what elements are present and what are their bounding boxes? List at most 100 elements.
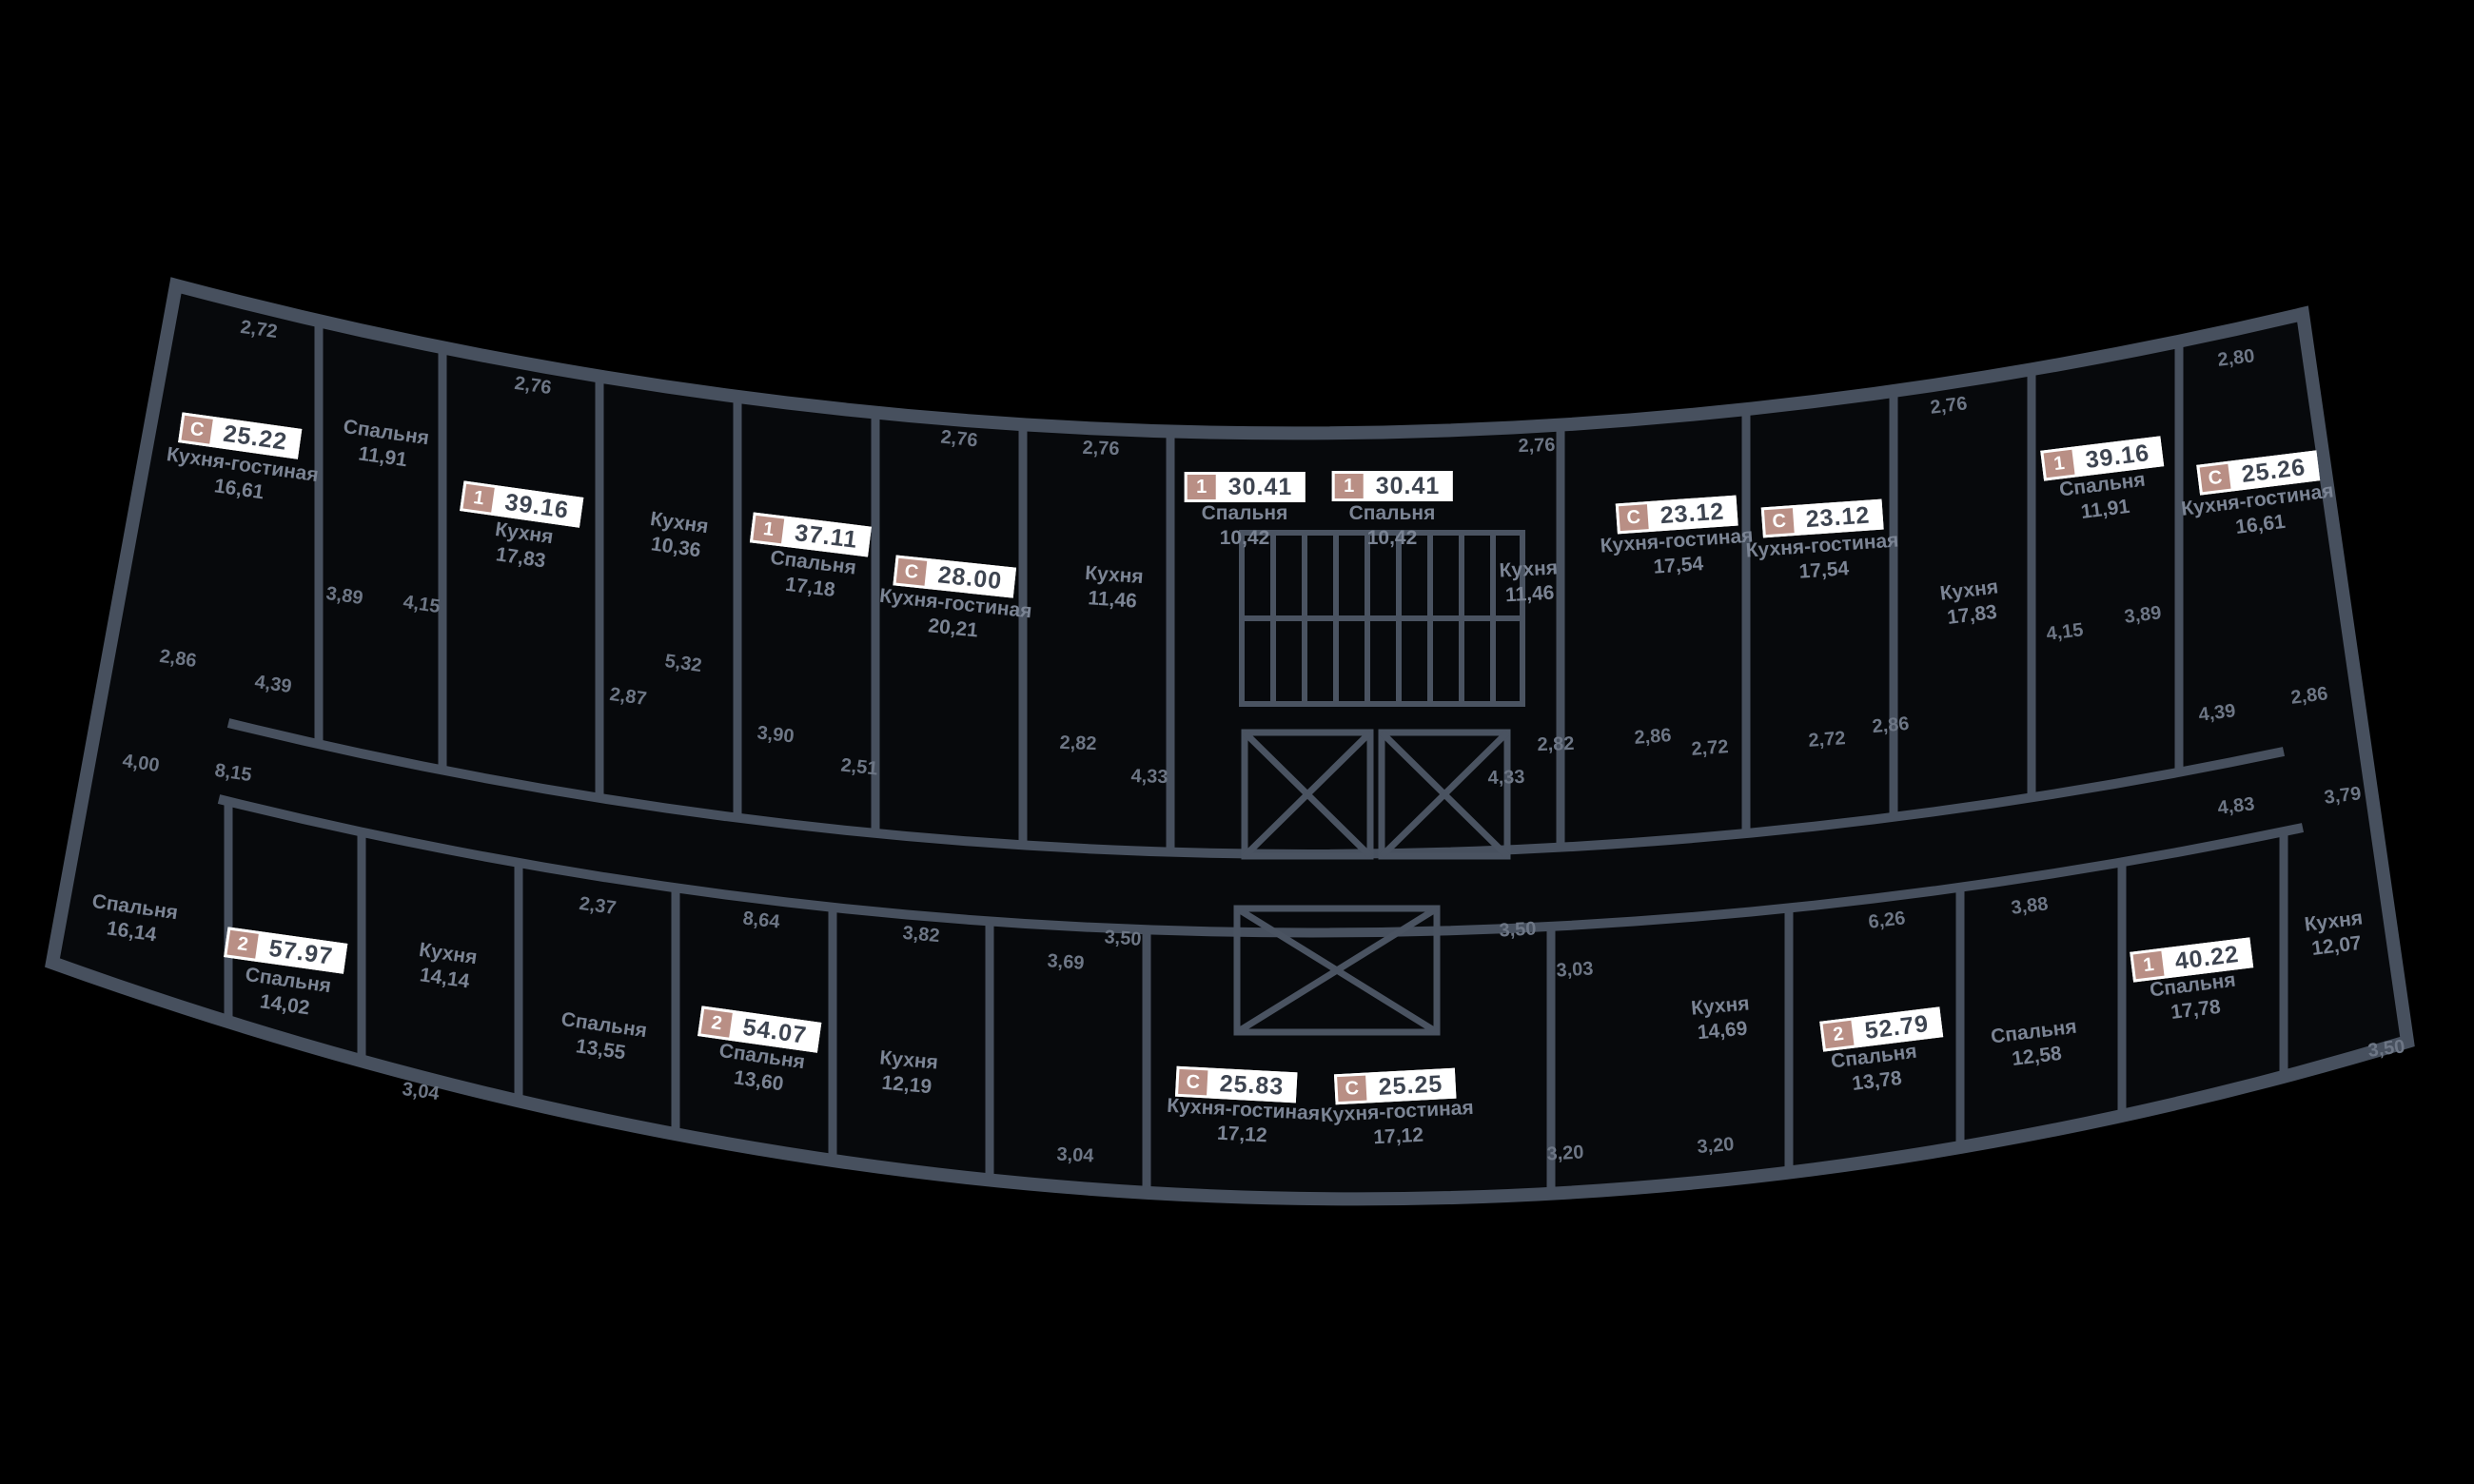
unit-dividers-bottom <box>224 799 2288 1194</box>
dimension-label: 3,50 <box>2366 1036 2406 1062</box>
unit-type-badge: С <box>2199 463 2231 493</box>
dimension-label: 4,83 <box>2216 793 2256 819</box>
room-name: Кухня <box>1499 556 1559 582</box>
dimension-label: 2,76 <box>513 372 553 400</box>
unit-total-area: 25.25 <box>1368 1070 1453 1101</box>
unit-type-badge: 2 <box>226 929 259 959</box>
unit-type-badge: С <box>181 415 213 444</box>
dimension-label: 3,90 <box>756 722 795 748</box>
dimension-label: 3,03 <box>1555 958 1594 982</box>
dimension-label: 3,88 <box>2010 893 2050 919</box>
dimension-label: 5,32 <box>663 650 703 677</box>
room-area: 14,69 <box>1696 1017 1749 1045</box>
dimension-label: 2,80 <box>2216 345 2256 371</box>
dimension-label: 2,72 <box>1690 736 1730 760</box>
dimension-label: 3,89 <box>324 582 364 610</box>
dimension-label: 2,72 <box>1807 728 1847 752</box>
unit-type-badge: 1 <box>462 483 495 513</box>
dimension-label: 3,69 <box>1046 950 1086 974</box>
dimension-label: 4,39 <box>2197 700 2237 726</box>
unit-total-area: 30.41 <box>1365 473 1450 499</box>
dimension-label: 6,26 <box>1867 908 1907 933</box>
corridor-wall-bottom <box>217 794 2305 938</box>
room-name: Спальня <box>1348 502 1436 524</box>
room-area: 10,42 <box>1219 527 1270 549</box>
unit-dividers-top <box>314 321 2184 851</box>
unit-total-area: 23.12 <box>1649 498 1736 529</box>
unit-total-area: 52.79 <box>1854 1009 1940 1045</box>
dimension-label: 4,33 <box>1130 765 1168 789</box>
unit-type-badge: С <box>1337 1075 1367 1103</box>
unit-type-badge: 1 <box>1334 474 1364 498</box>
unit-type-badge: 1 <box>2043 449 2075 478</box>
dimension-label: 3,89 <box>2123 602 2163 628</box>
unit-type-badge: 1 <box>1187 475 1216 499</box>
unit-type-badge: С <box>895 557 928 586</box>
unit-total-area: 23.12 <box>1795 501 1881 533</box>
unit-type-badge: С <box>1178 1068 1208 1096</box>
dimension-label: 2,86 <box>1633 725 1673 749</box>
dimension-label: 2,51 <box>839 754 879 780</box>
dimension-label: 3,82 <box>901 922 941 947</box>
unit-total-area: 30.41 <box>1218 474 1303 500</box>
dimension-label: 8,64 <box>741 908 781 933</box>
dimension-label: 4,33 <box>1487 766 1525 790</box>
service-shaft <box>1233 905 1441 1036</box>
dimension-label: 2,82 <box>1059 732 1097 755</box>
room-area: 11,46 <box>1504 581 1555 607</box>
room-name: Спальня <box>1201 502 1288 524</box>
unit-type-badge: С <box>1763 508 1795 536</box>
dimension-label: 3,04 <box>1056 1143 1095 1167</box>
dimension-label: 3,20 <box>1696 1133 1736 1159</box>
unit-type-badge: 2 <box>700 1008 733 1038</box>
unit-type-badge: С <box>1618 504 1649 532</box>
dimension-label: 2,86 <box>2289 683 2329 709</box>
dimension-label: 8,15 <box>213 759 253 787</box>
dimension-label: 4,15 <box>402 591 442 618</box>
dimension-label: 4,00 <box>121 750 161 777</box>
dimension-label: 2,76 <box>1082 437 1120 460</box>
elevator-shaft <box>1241 729 1511 860</box>
unit-type-badge: 2 <box>1822 1020 1855 1049</box>
dimension-label: 3,20 <box>1545 1142 1584 1165</box>
dimension-label: 3,04 <box>401 1078 441 1105</box>
dimension-label: 2,37 <box>578 892 618 920</box>
dimension-label: 2,87 <box>608 683 648 711</box>
dimension-label: 3,50 <box>1498 918 1537 942</box>
room-area: 10,42 <box>1366 527 1418 549</box>
dimension-label: 2,76 <box>1518 434 1556 458</box>
dimension-label: 4,15 <box>2045 619 2085 645</box>
dimension-label: 2,72 <box>239 316 279 343</box>
dimension-label: 2,76 <box>939 426 979 452</box>
dimension-label: 2,86 <box>158 645 198 673</box>
stairwell <box>1239 530 1525 707</box>
dimension-label: 3,50 <box>1103 927 1143 950</box>
unit-type-badge: 1 <box>753 515 785 544</box>
unit-type-badge: 1 <box>2132 950 2165 980</box>
